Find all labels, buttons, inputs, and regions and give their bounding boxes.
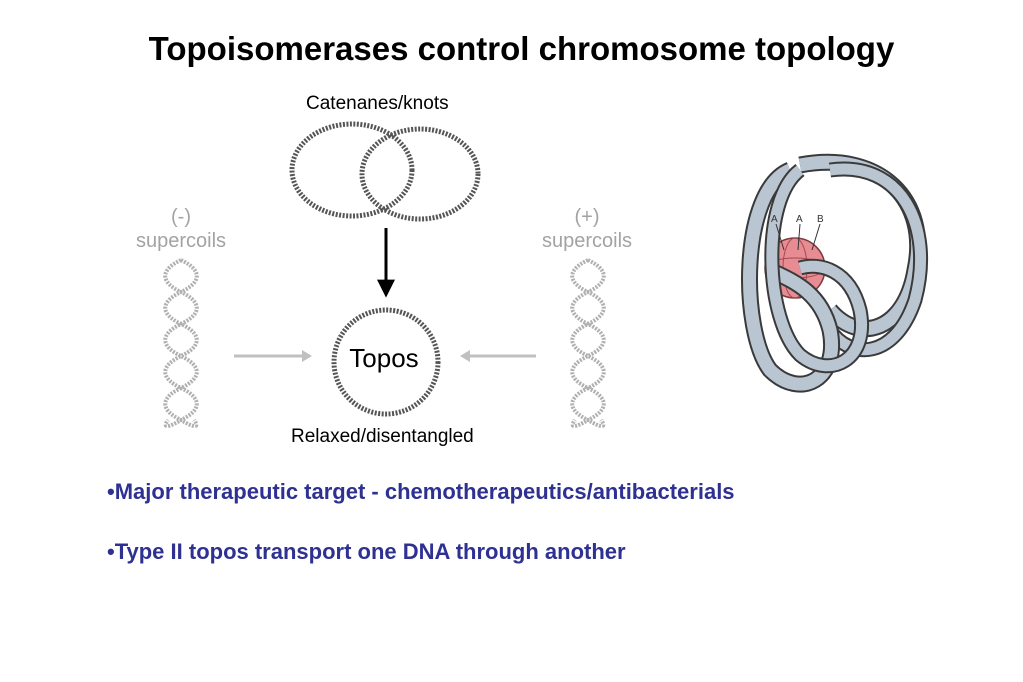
catenane-rings [289,121,481,222]
catenanes-label: Catenanes/knots [306,93,449,114]
pos-sign: (+) [574,206,600,228]
pos-supercoil [570,258,606,428]
catenane-ring-left [289,121,415,219]
gray-arrows [234,350,536,362]
neg-sign: (-) [171,206,191,228]
arrow-from-neg-head [302,350,312,362]
catenane-ring-right [359,126,481,222]
topos-label: Topos [349,343,419,373]
inset-letter-a1: A [771,214,778,225]
pos-supercoils-label: (+) supercoils [532,205,642,253]
bullet-2-text: Type II topos transport one DNA through … [114,539,626,564]
arrow-from-pos-head [460,350,470,362]
neg-supercoil [163,258,199,428]
topo-ribbon-illustration: A A B [741,153,929,393]
neg-word: supercoils [135,230,227,252]
bullet-therapeutic-target: •Major therapeutic target - chemotherape… [107,479,735,504]
neg-supercoils-label: (-) supercoils [126,205,236,253]
inset-letter-a2: A [796,214,803,225]
bullet-type-ii: •Type II topos transport one DNA through… [107,539,626,564]
slide-title: Topoisomerases control chromosome topolo… [148,30,895,67]
bullet-1-text: Major therapeutic target - chemotherapeu… [114,479,735,504]
pos-word: supercoils [541,230,633,252]
inset-letter-b: B [817,214,824,225]
relaxed-label: Relaxed/disentangled [291,426,474,447]
relaxed-circle [331,307,441,417]
